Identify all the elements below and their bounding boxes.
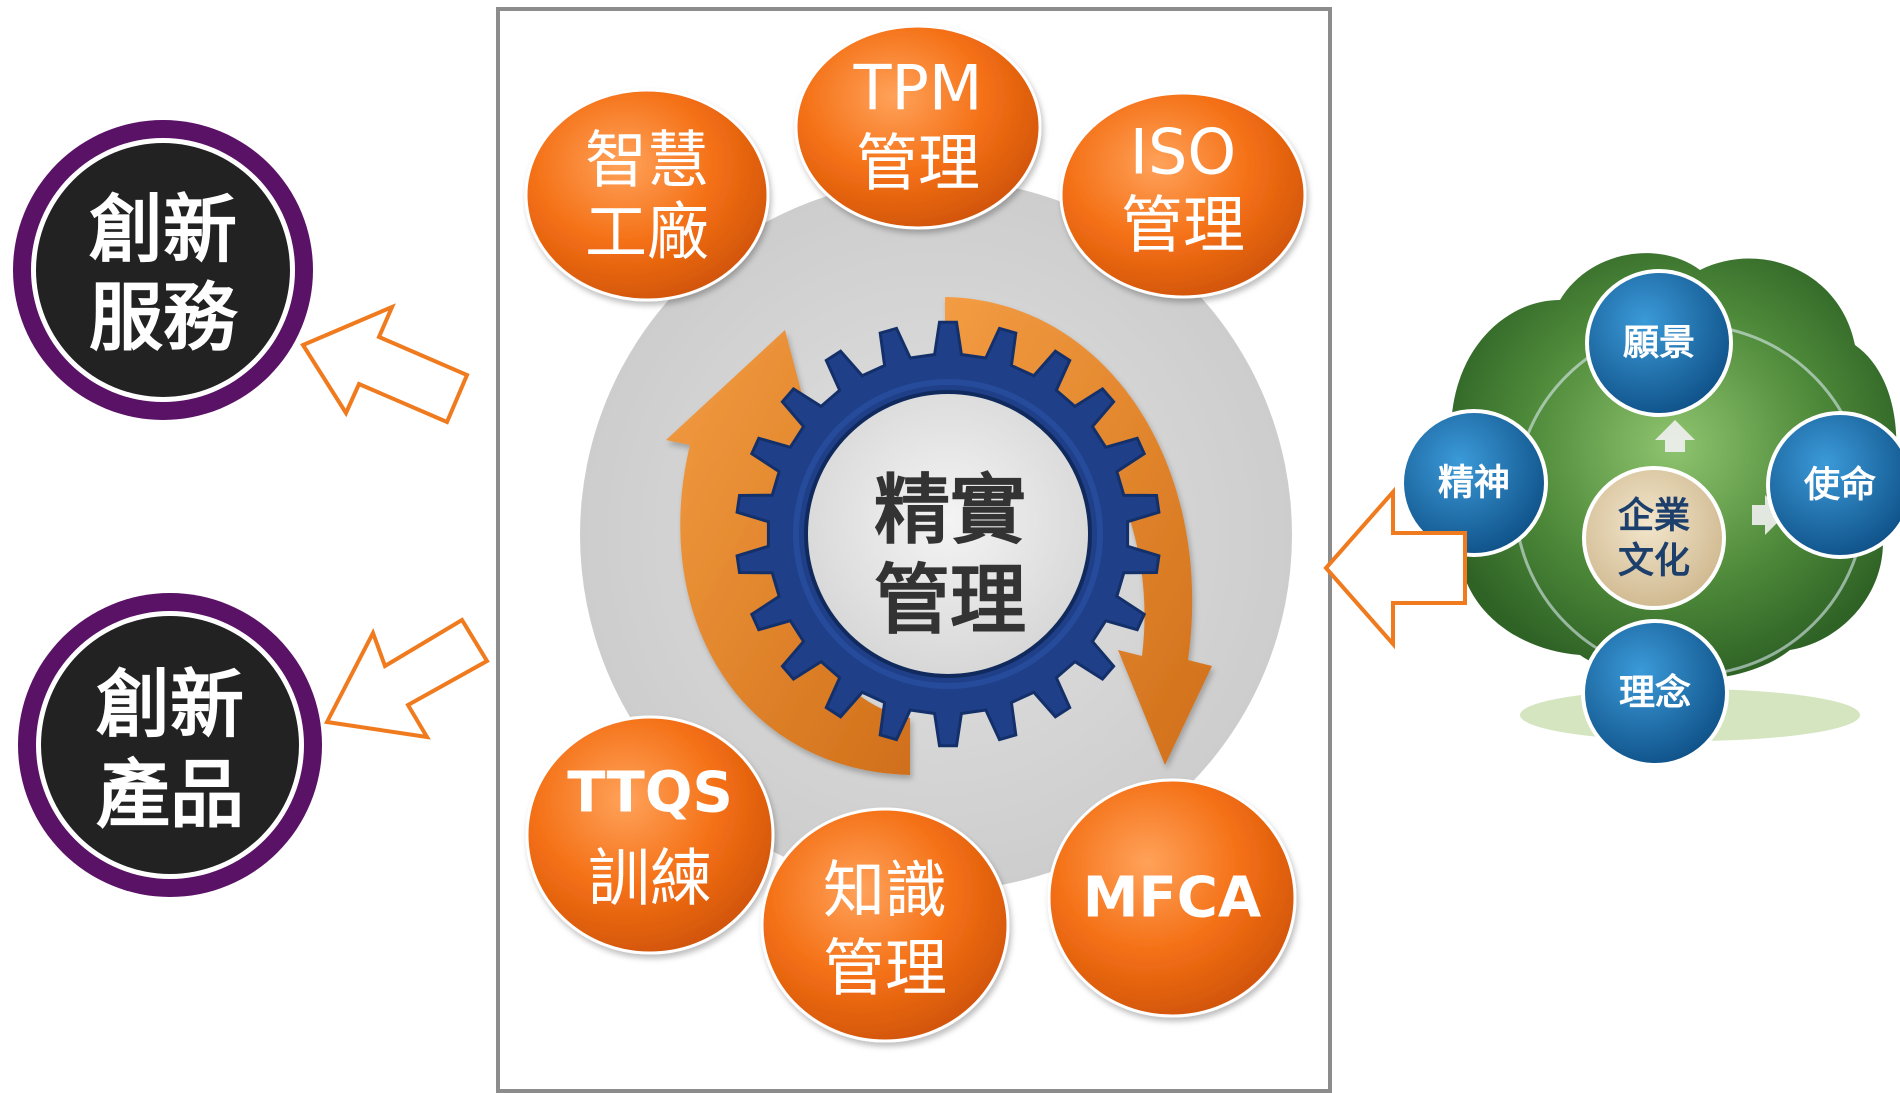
culture-center-label: 文化: [1618, 541, 1690, 582]
satellite-label: TPM: [853, 52, 983, 125]
culture-node-label: 使命: [1804, 464, 1876, 506]
satellite-mfca: MFCA: [1047, 778, 1297, 1018]
satellite-label: ISO: [1130, 116, 1236, 189]
output-label: 創新: [89, 187, 237, 273]
gear-label-line2: 管理: [874, 556, 1026, 645]
output-innovative-service: 創新 服務: [13, 120, 313, 420]
output-label: 產品: [96, 752, 244, 838]
culture-node-label: 理念: [1619, 672, 1691, 714]
output-innovative-product: 創新 產品: [18, 593, 322, 897]
cycle-arrow-right: [945, 297, 1212, 765]
culture-center-label: 企業: [1618, 495, 1690, 537]
satellite-iso: ISO 管理: [1059, 91, 1307, 299]
satellite-label: 管理: [856, 127, 980, 200]
culture-node-vision: 願景: [1585, 269, 1733, 417]
satellite-knowledge: 知識 管理: [760, 807, 1010, 1043]
culture-center-node: 企業 文化: [1582, 466, 1726, 610]
satellite-label: 管理: [1121, 189, 1245, 262]
arrow-to-product: [323, 617, 490, 740]
satellite-label: 知識: [823, 854, 947, 927]
culture-node-label: 願景: [1623, 323, 1695, 364]
satellite-label: 智慧: [585, 124, 709, 197]
satellite-ttqs: TTQS 訓練: [525, 715, 775, 955]
satellite-label: 管理: [823, 932, 947, 1005]
culture-node-philosophy: 理念: [1581, 619, 1729, 767]
satellite-tpm: TPM 管理: [794, 24, 1042, 230]
satellite-smart-factory: 智慧 工廠: [524, 88, 770, 302]
gear-label-line1: 精實: [874, 466, 1026, 555]
culture-node-spirit: 精神: [1400, 409, 1548, 557]
culture-node-label: 精神: [1438, 463, 1510, 504]
satellite-label: MFCA: [1083, 866, 1262, 931]
culture-node-mission: 使命: [1766, 411, 1900, 559]
output-label: 創新: [96, 662, 244, 748]
arrow-from-culture: [1323, 486, 1467, 650]
satellite-label: 訓練: [588, 842, 712, 915]
gear: [735, 320, 1161, 748]
output-label: 服務: [89, 275, 239, 361]
arrow-to-service: [300, 303, 470, 425]
satellite-label: 工廠: [585, 196, 709, 269]
satellite-label: TTQS: [567, 761, 733, 826]
